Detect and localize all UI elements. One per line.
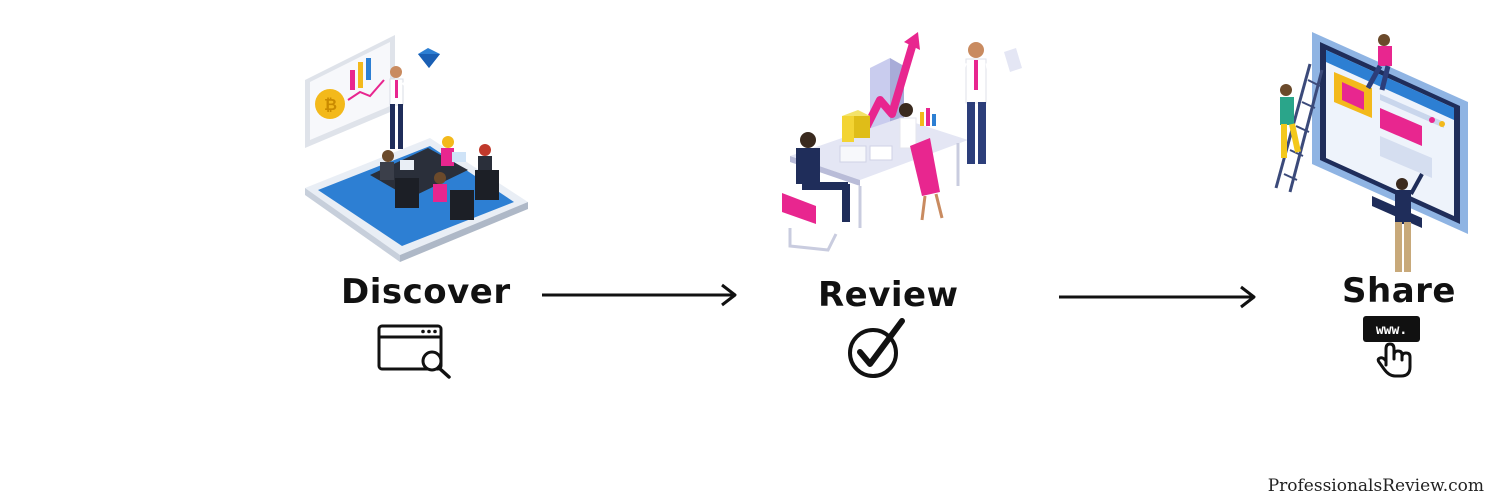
site-credit: ProfessionalsReview.com [1267, 476, 1484, 496]
flow-arrow-2 [1057, 284, 1259, 310]
review-illustration [780, 28, 1030, 258]
share-illustration [1272, 28, 1476, 278]
flow-arrow-1 [540, 282, 740, 308]
www-badge-text: www. [1376, 323, 1407, 338]
browser-search-icon [377, 323, 453, 379]
step-label-discover: Discover [341, 272, 511, 312]
step-label-share: Share [1342, 271, 1456, 311]
svg-text:₿: ₿ [324, 95, 337, 114]
check-circle-icon [846, 318, 906, 380]
discover-illustration: ₿ [300, 30, 530, 265]
www-click-icon: www. [1362, 315, 1422, 379]
step-label-review: Review [818, 275, 959, 315]
